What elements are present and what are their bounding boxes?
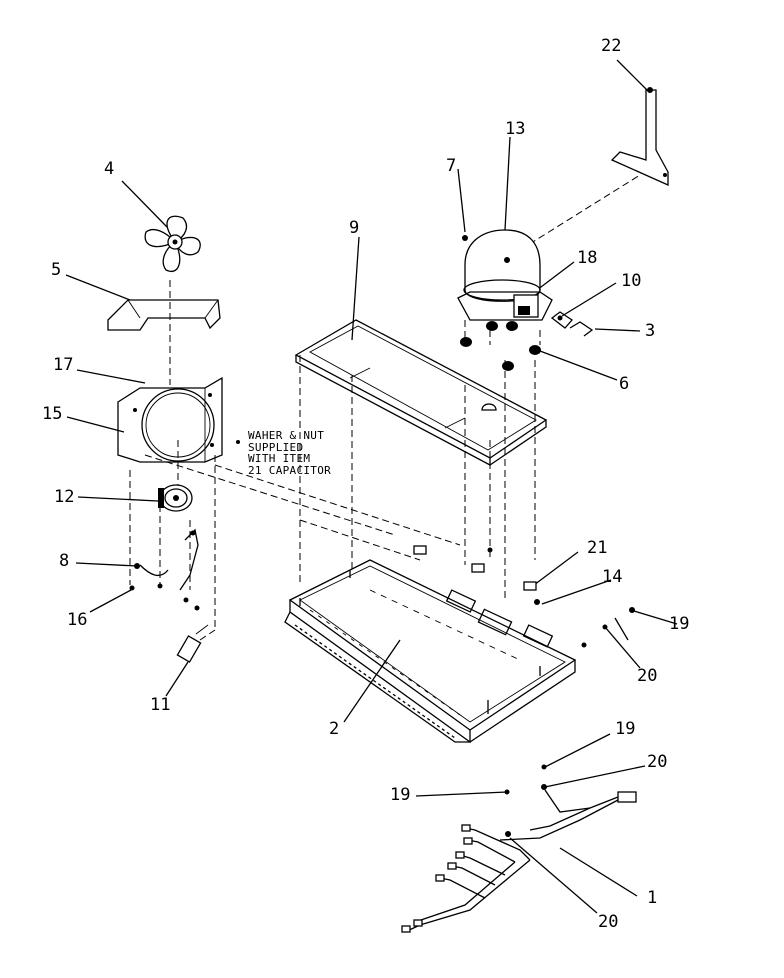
note-line-4: 21 CAPACITOR xyxy=(248,463,332,477)
part-label-20-upper: 20 xyxy=(637,666,658,686)
part-label-6: 6 xyxy=(619,374,630,394)
fan-blade-part xyxy=(144,215,201,272)
part-label-2: 2 xyxy=(329,719,340,739)
part-label-17: 17 xyxy=(53,355,74,375)
assembly-dashed-lines xyxy=(129,174,641,641)
part-label-19-upper: 19 xyxy=(669,614,690,634)
part-label-1: 1 xyxy=(647,888,658,908)
relay-part xyxy=(513,294,539,318)
wiring-harness-part xyxy=(401,789,637,933)
part-label-10: 10 xyxy=(621,271,642,291)
part-label-16: 16 xyxy=(67,610,88,630)
part-label-4: 4 xyxy=(104,159,115,179)
overload-part xyxy=(550,311,573,329)
part-label-9: 9 xyxy=(349,218,360,238)
part-label-13: 13 xyxy=(505,119,526,139)
part-label-15: 15 xyxy=(42,404,63,424)
screws-washers-part xyxy=(504,607,635,837)
part-label-20-lower: 20 xyxy=(598,912,619,932)
capacitor-bracket-part xyxy=(413,545,540,605)
note-line-2: SUPPLIED xyxy=(248,440,304,454)
part-label-8: 8 xyxy=(59,551,70,571)
base-vent-slots xyxy=(294,589,521,739)
part-label-7: 7 xyxy=(446,156,457,176)
fan-motor-bracket-part xyxy=(117,376,240,463)
cover-panel-part xyxy=(294,319,548,467)
part-label-20-middle: 20 xyxy=(647,752,668,772)
fan-motor-part xyxy=(158,484,193,512)
fan-bracket-part xyxy=(107,299,221,331)
note-line-1: WAHER & NUT xyxy=(248,429,325,442)
part-label-14: 14 xyxy=(602,567,623,587)
compressor-bracket-part xyxy=(610,87,669,187)
capacitor-part xyxy=(176,624,209,663)
leader-lines xyxy=(65,59,678,914)
part-label-19-lower: 19 xyxy=(390,785,411,805)
part-label-5: 5 xyxy=(51,260,62,280)
part-label-18: 18 xyxy=(577,248,598,268)
motor-mount-clips-part xyxy=(129,528,200,611)
clip-part xyxy=(569,321,594,337)
note-line-3: WITH ITEM xyxy=(248,452,311,465)
part-label-22: 22 xyxy=(601,36,622,56)
part-label-19-middle: 19 xyxy=(615,719,636,739)
part-label-11: 11 xyxy=(150,695,171,715)
part-label-12: 12 xyxy=(54,487,75,507)
base-pan-part xyxy=(284,559,577,744)
grommets-part xyxy=(460,321,541,371)
compressor-part xyxy=(457,229,553,321)
part-label-21: 21 xyxy=(587,538,608,558)
washer-nut-note: WAHER & NUT SUPPLIED WITH ITEM 21 CAPACI… xyxy=(248,430,331,476)
part-label-3: 3 xyxy=(645,321,656,341)
